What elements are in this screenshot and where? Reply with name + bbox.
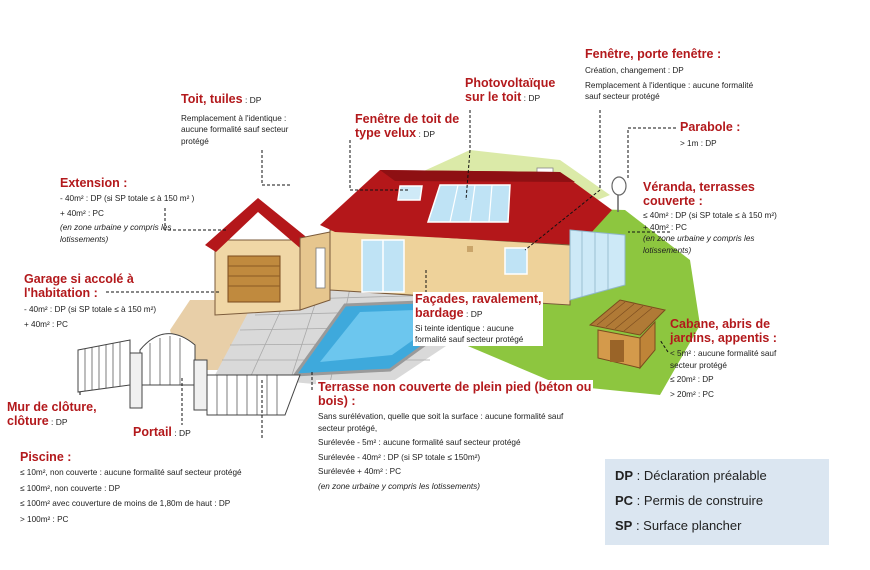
pillar-left [129,352,143,409]
fence-right [206,374,301,416]
extension-side [299,231,331,311]
legend-box: DP : Déclaration préalable PC : Permis d… [605,459,829,545]
label-velux: Fenêtre de toit de type velux : DP [355,112,460,140]
garage-door-lines [228,265,280,287]
french-window [504,247,528,275]
label-toit: Toit, tuiles : DP Remplacement à l'ident… [181,92,289,146]
label-facades: Façades, ravalement, bardage : DP Si tei… [413,292,544,346]
legend-row-pc: PC : Permis de construire [615,493,764,508]
fence-left [77,339,131,393]
satellite-dish [611,176,627,196]
label-garage: Garage si accolé à l'habitation : - 40m²… [24,272,157,329]
label-veranda: Véranda, terrasses couverte : ≤ 40m² : D… [643,180,777,255]
legend-row-dp: DP : Déclaration préalable [615,468,767,483]
label-toit-title: Toit, tuiles [181,92,243,106]
label-piscine: Piscine : ≤ 10m², non couverte : aucune … [20,450,242,524]
solar-panels [426,184,511,223]
shed-door [610,340,624,362]
label-photovoltaique: Photovoltaïque sur le toit : DP [465,76,556,104]
veranda [569,229,626,301]
pillar-right [193,359,208,411]
roof-ridge [380,170,575,182]
label-portail: Portail : DP [133,425,191,439]
legend-row-sp: SP : Surface plancher [615,518,742,533]
label-cloture: Mur de clôture, clôture : DP [7,400,97,428]
label-extension: Extension : - 40m² : DP (si SP totale ≤ … [60,176,195,244]
gate [139,333,196,386]
label-terrasse: Terrasse non couverte de plein pied (bét… [316,380,594,492]
label-cabane: Cabane, abris de jardins, appentis : < 5… [670,317,777,399]
side-door [315,247,326,289]
label-parabole: Parabole : > 1m : DP [680,120,741,148]
garage-door [227,255,281,303]
velux-window [397,185,423,201]
label-fenetre: Fenêtre, porte fenêtre : Création, chang… [585,47,754,101]
shed-roof [588,299,666,336]
